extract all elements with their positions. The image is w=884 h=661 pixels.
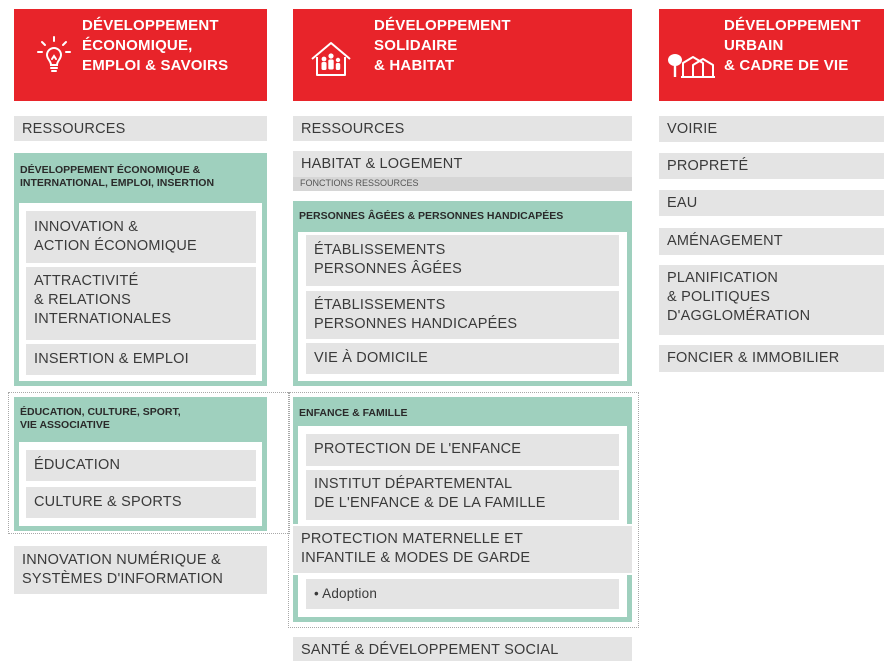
header-title-line: & CADRE DE VIE xyxy=(724,57,849,74)
column-header-urbain: DÉVELOPPEMENT URBAIN & CADRE DE VIE xyxy=(659,9,884,101)
trees-city-icon xyxy=(667,53,717,79)
service-institut-departemental: INSTITUT DÉPARTEMENTAL DE L'ENFANCE & DE… xyxy=(306,470,619,520)
service-planification-politiques: PLANIFICATION & POLITIQUES D'AGGLOMÉRATI… xyxy=(659,265,884,335)
dotted-outline-enfance xyxy=(288,392,639,628)
header-title-line: SOLIDAIRE xyxy=(374,37,458,54)
service-culture-sports: CULTURE & SPORTS xyxy=(26,487,256,518)
group-title-line: ÉDUCATION, CULTURE, SPORT, xyxy=(20,406,181,418)
service-innovation-action-economique: INNOVATION & ACTION ÉCONOMIQUE xyxy=(26,211,256,263)
lightbulb-icon xyxy=(36,35,72,75)
service-education: ÉDUCATION xyxy=(26,450,256,481)
service-etablissements-personnes-agees: ÉTABLISSEMENTS PERSONNES ÂGÉES xyxy=(306,235,619,286)
service-insertion-emploi: INSERTION & EMPLOI xyxy=(26,344,256,375)
group-title-line: VIE ASSOCIATIVE xyxy=(20,419,110,431)
innovation-numerique-box: INNOVATION NUMÉRIQUE & SYSTÈMES D'INFORM… xyxy=(14,546,267,594)
header-title-line: EMPLOI & SAVOIRS xyxy=(82,57,229,74)
ressources-box: RESSOURCES xyxy=(14,116,267,141)
group-title-line: DÉVELOPPEMENT ÉCONOMIQUE & xyxy=(20,164,201,176)
service-protection-maternelle-infantile: PROTECTION MATERNELLE ET INFANTILE & MOD… xyxy=(293,526,632,573)
ressources-box: RESSOURCES xyxy=(293,116,632,141)
column-header-economique: DÉVELOPPEMENT ÉCONOMIQUE, EMPLOI & SAVOI… xyxy=(14,9,267,101)
sante-developpement-social-box: SANTÉ & DÉVELOPPEMENT SOCIAL xyxy=(293,637,632,661)
header-title-line: ÉCONOMIQUE, xyxy=(82,37,193,54)
service-amenagement: AMÉNAGEMENT xyxy=(659,228,884,255)
fonctions-ressources-bar: FONCTIONS RESSOURCES xyxy=(293,177,632,191)
header-title-line: DÉVELOPPEMENT xyxy=(374,17,511,34)
service-etablissements-personnes-handicapees: ÉTABLISSEMENTS PERSONNES HANDICAPÉES xyxy=(306,291,619,339)
header-title-line: DÉVELOPPEMENT xyxy=(82,17,219,34)
header-title-line: URBAIN xyxy=(724,37,784,54)
service-protection-enfance: PROTECTION DE L'ENFANCE xyxy=(306,434,619,466)
family-house-icon xyxy=(309,39,353,77)
header-title-line: DÉVELOPPEMENT xyxy=(724,17,861,34)
group-title-line: ENFANCE & FAMILLE xyxy=(299,407,408,419)
group-personnes-agees-handicapees: PERSONNES ÂGÉES & PERSONNES HANDICAPÉES … xyxy=(293,201,632,386)
service-eau: EAU xyxy=(659,190,884,216)
service-vie-a-domicile: VIE À DOMICILE xyxy=(306,343,619,374)
dotted-outline-education xyxy=(8,392,290,534)
service-voirie: VOIRIE xyxy=(659,116,884,142)
service-proprete: PROPRETÉ xyxy=(659,153,884,179)
group-enfance-famille: ENFANCE & FAMILLE PROTECTION DE L'ENFANC… xyxy=(293,397,632,622)
group-title-line: INTERNATIONAL, EMPLOI, INSERTION xyxy=(20,177,215,189)
service-adoption: • Adoption xyxy=(306,579,619,609)
column-header-solidaire: DÉVELOPPEMENT SOLIDAIRE & HABITAT xyxy=(293,9,632,101)
service-foncier-immobilier: FONCIER & IMMOBILIER xyxy=(659,345,884,372)
service-attractivite-relations: ATTRACTIVITÉ & RELATIONS INTERNATIONALES xyxy=(26,267,256,340)
group-education-culture-sport: ÉDUCATION, CULTURE, SPORT, VIE ASSOCIATI… xyxy=(14,397,267,531)
group-title-line: PERSONNES ÂGÉES & PERSONNES HANDICAPÉES xyxy=(299,210,564,222)
group-developpement-economique: DÉVELOPPEMENT ÉCONOMIQUE & INTERNATIONAL… xyxy=(14,153,267,386)
habitat-logement-box: HABITAT & LOGEMENT xyxy=(293,151,632,177)
header-title-line: & HABITAT xyxy=(374,57,455,74)
